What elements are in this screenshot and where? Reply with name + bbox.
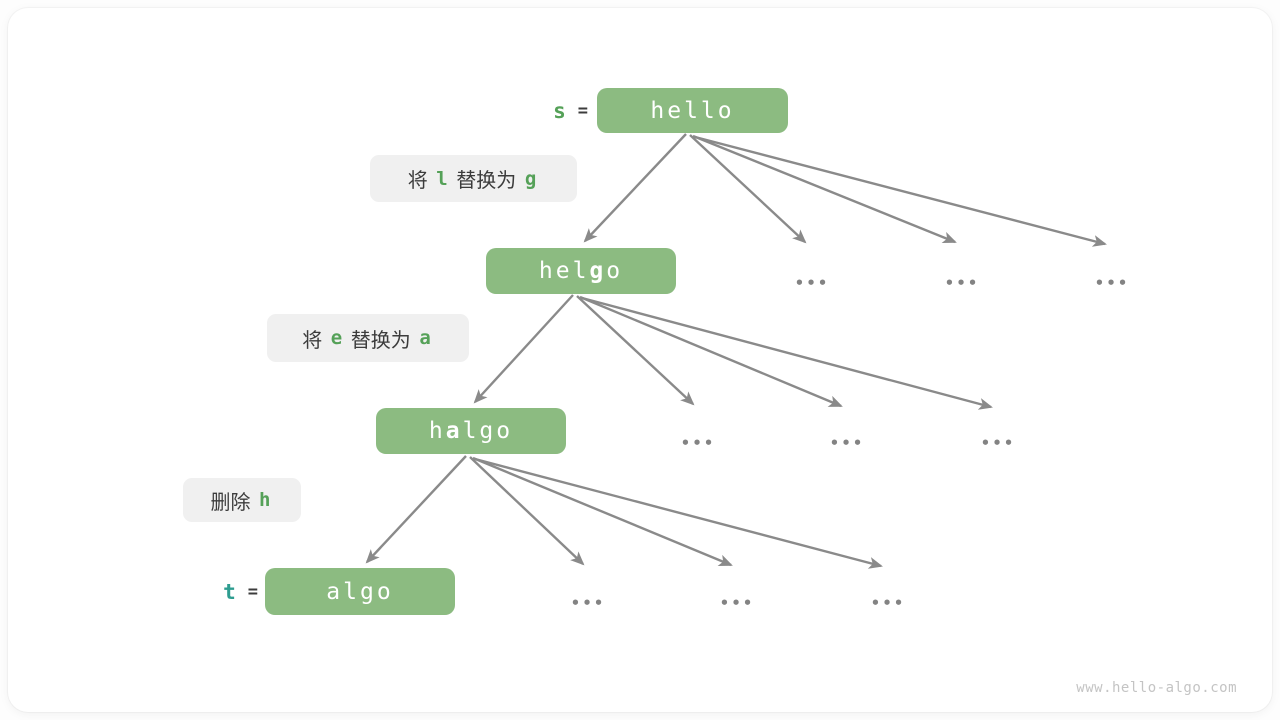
variable-t: t (223, 579, 236, 604)
ellipsis-node: ••• (680, 434, 716, 452)
website-watermark: www.hello-algo.com (1076, 680, 1237, 696)
operation-label-delete-h: 删除 h (183, 478, 301, 522)
ellipsis-node: ••• (829, 434, 865, 452)
string-node-helgo: h e l g o (486, 248, 676, 294)
ellipsis-node: ••• (980, 434, 1016, 452)
ellipsis-node: ••• (1094, 274, 1130, 292)
operation-label-replace-l-with-g: 将 l 替换为 g (370, 155, 577, 202)
source-string-label: s = (498, 88, 588, 133)
variable-s: s (553, 98, 566, 123)
string-node-algo: a l g o (265, 568, 455, 615)
ellipsis-node: ••• (944, 274, 980, 292)
string-node-hello: h e l l o (597, 88, 788, 133)
target-string-label: t = (168, 568, 258, 615)
operation-label-replace-e-with-a: 将 e 替换为 a (267, 314, 469, 362)
ellipsis-node: ••• (719, 594, 755, 612)
equals-sign: = (247, 581, 258, 602)
ellipsis-node: ••• (794, 274, 830, 292)
ellipsis-node: ••• (570, 594, 606, 612)
ellipsis-node: ••• (870, 594, 906, 612)
equals-sign: = (577, 100, 588, 121)
string-node-halgo: h a l g o (376, 408, 566, 454)
